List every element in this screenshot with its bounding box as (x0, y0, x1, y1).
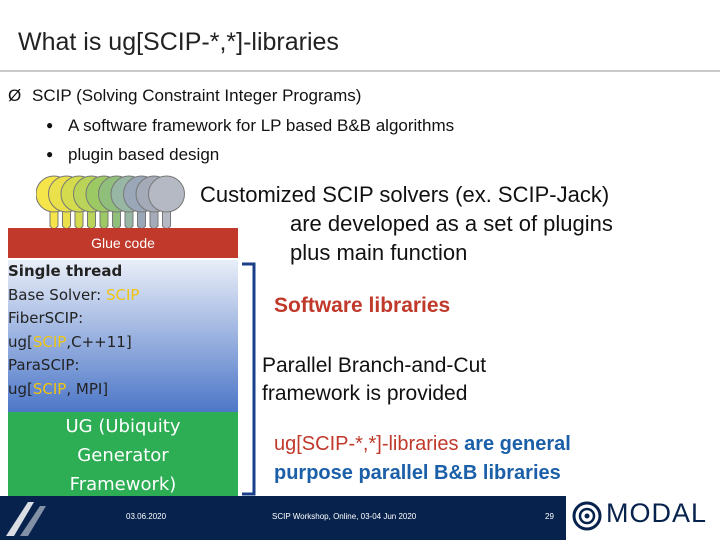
modal-logo-wordmark: MODAL (606, 498, 708, 528)
arrow-bullet-icon: Ø (8, 86, 22, 105)
dot-bullet-icon: ● (46, 118, 54, 132)
institute-logo-icon (6, 502, 46, 536)
base-solver-line: ParaSCIP: (8, 356, 80, 374)
footer-date: 03.06.2020 (126, 512, 167, 521)
software-libraries-label: Software libraries (274, 294, 451, 317)
libraries-bracket (242, 262, 256, 496)
ug-libraries-statement: ug[SCIP-*,*]-libraries are general purpo… (274, 430, 571, 488)
custom-line: are developed as a set of plugins (290, 211, 613, 236)
slide-title: What is ug[SCIP-*,*]-libraries (18, 28, 339, 56)
glue-code-layer: Glue code (8, 228, 238, 258)
base-solver-line: Single thread (8, 262, 123, 280)
footer-event: SCIP Workshop, Online, 03-04 Jun 2020 (272, 512, 417, 521)
modal-logo-icon (572, 501, 602, 531)
customized-solvers-text: Customized SCIP solvers (ex. SCIP-Jack) … (200, 180, 660, 267)
ug-line: UG (Ubiquity (65, 416, 181, 437)
bullet-main: Ø SCIP (Solving Constraint Integer Progra… (8, 86, 361, 106)
base-solver-line: FiberSCIP: (8, 309, 84, 327)
base-solver-line: Base Solver: SCIP (8, 285, 140, 304)
ug-line: Framework) (69, 474, 177, 495)
ug-libraries-desc-1: are general (458, 433, 571, 455)
custom-line: Customized SCIP solvers (ex. SCIP-Jack) (200, 182, 610, 207)
base-solver-line: ug[SCIP,C++11] (8, 332, 132, 351)
ug-line: Generator (77, 445, 169, 466)
ug-libraries-name: ug[SCIP-*,*]-libraries (274, 433, 459, 455)
ug-libraries-desc-2: purpose parallel B&B libraries (274, 462, 561, 484)
custom-line: plus main function (290, 240, 468, 265)
title-divider (0, 70, 720, 72)
parallel-framework-text: Parallel Branch-and-Cut framework is pro… (262, 352, 486, 408)
plugin-icon (148, 175, 185, 231)
parallel-line: framework is provided (262, 382, 468, 405)
footer-page-number: 29 (545, 512, 554, 521)
plugin-shapes (36, 175, 185, 231)
dot-bullet-icon: ● (46, 147, 54, 161)
bullet-sub-2: ● plugin based design (46, 145, 219, 165)
bullet-main-text: SCIP (Solving Constraint Integer Program… (32, 86, 362, 105)
ug-framework-layer: UG (Ubiquity Generator Framework) (8, 412, 238, 496)
bullet-sub-text: A software framework for LP based B&B al… (68, 116, 455, 135)
parallel-line: Parallel Branch-and-Cut (262, 354, 487, 377)
base-solver-line: ug[SCIP, MPI] (8, 379, 109, 398)
bullet-sub-1: ● A software framework for LP based B&B a… (46, 116, 454, 136)
bullet-sub-text: plugin based design (68, 145, 220, 164)
